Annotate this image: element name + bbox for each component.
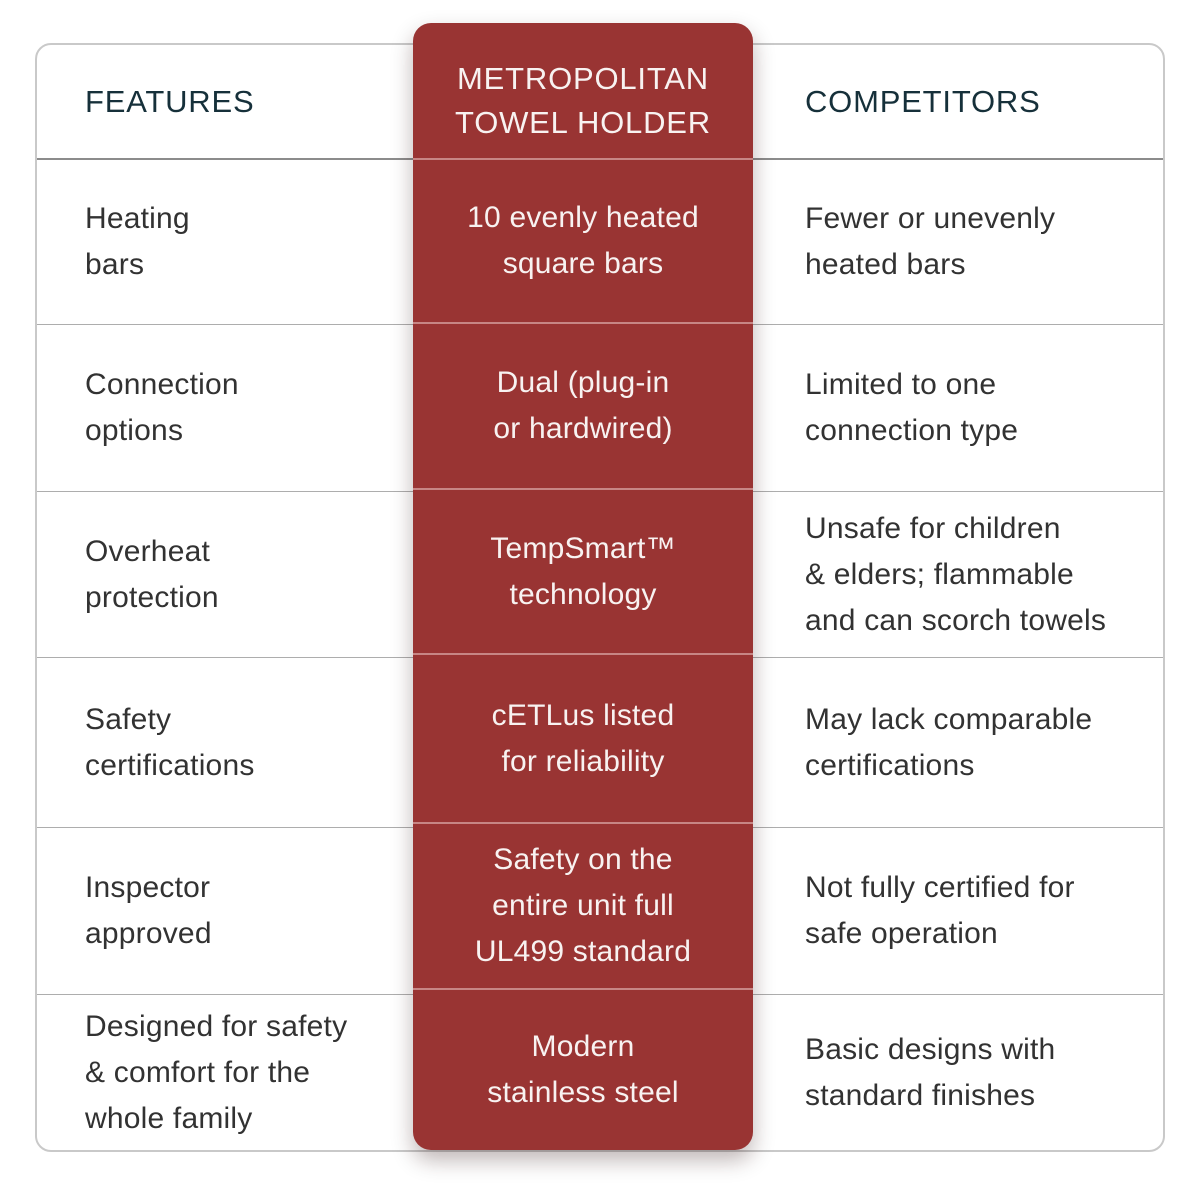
competitor-cell: Unsafe for children & elders; flammable … bbox=[755, 492, 1163, 657]
competitor-cell: Basic designs with standard finishes bbox=[755, 995, 1163, 1150]
competitor-text: Unsafe for children & elders; flammable … bbox=[805, 511, 1107, 637]
competitor-text: Basic designs with standard finishes bbox=[805, 1032, 1056, 1112]
competitor-text: Fewer or unevenly heated bars bbox=[805, 202, 1056, 281]
competitor-cell: Not fully certified for safe operation bbox=[755, 828, 1163, 994]
competitor-cell: Limited to one connection type bbox=[755, 325, 1163, 491]
feature-cell: Heating bars bbox=[37, 160, 415, 324]
feature-text: Heating bars bbox=[85, 202, 190, 281]
feature-cell: Connection options bbox=[37, 325, 415, 491]
feature-text: Inspector approved bbox=[85, 871, 212, 950]
feature-text: Overheat protection bbox=[85, 534, 219, 614]
feature-text: Safety certifications bbox=[85, 702, 255, 782]
competitors-header-cell: COMPETITORS bbox=[755, 45, 1163, 158]
product-header-label: METROPOLITAN TOWEL HOLDER bbox=[455, 60, 711, 140]
product-cell: Modern stainless steel bbox=[413, 988, 753, 1150]
product-cell: Dual (plug-in or hardwired) bbox=[413, 322, 753, 488]
table-row: Overheat protection Unsafe for children … bbox=[37, 491, 1163, 657]
competitor-text: Not fully certified for safe operation bbox=[805, 871, 1075, 950]
product-cell: cETLus listed for reliability bbox=[413, 653, 753, 822]
competitor-cell: May lack comparable certifications bbox=[755, 658, 1163, 827]
competitors-header-label: COMPETITORS bbox=[805, 83, 1041, 119]
table-row: Heating bars Fewer or unevenly heated ba… bbox=[37, 158, 1163, 324]
header-row: FEATURES COMPETITORS bbox=[37, 45, 1163, 158]
competitor-text: May lack comparable certifications bbox=[805, 702, 1093, 782]
table-row: Designed for safety & comfort for the wh… bbox=[37, 994, 1163, 1150]
competitor-cell: Fewer or unevenly heated bars bbox=[755, 160, 1163, 324]
feature-cell: Overheat protection bbox=[37, 492, 415, 657]
feature-text: Designed for safety & comfort for the wh… bbox=[85, 1009, 348, 1135]
product-cell: Safety on the entire unit full UL499 sta… bbox=[413, 822, 753, 988]
competitor-text: Limited to one connection type bbox=[805, 368, 1019, 447]
feature-cell: Designed for safety & comfort for the wh… bbox=[37, 995, 415, 1150]
product-cell: TempSmart™ technology bbox=[413, 488, 753, 653]
feature-cell: Inspector approved bbox=[37, 828, 415, 994]
feature-cell: Safety certifications bbox=[37, 658, 415, 827]
features-header-label: FEATURES bbox=[85, 83, 255, 119]
table-row: Connection options Limited to one connec… bbox=[37, 324, 1163, 491]
product-cell: 10 evenly heated square bars bbox=[413, 158, 753, 322]
features-header-cell: FEATURES bbox=[37, 45, 415, 158]
feature-text: Connection options bbox=[85, 368, 239, 447]
highlighted-product-column: METROPOLITAN TOWEL HOLDER 10 evenly heat… bbox=[413, 23, 753, 1150]
